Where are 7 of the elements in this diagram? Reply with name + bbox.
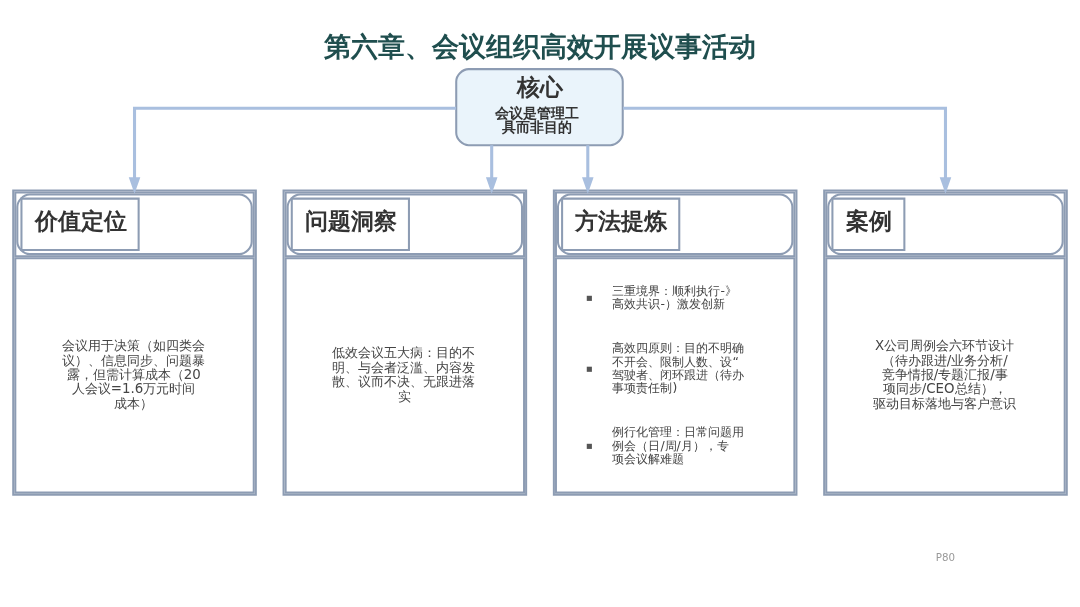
- diagram-title: 第六章、会议组织高效开展议事活动: [323, 30, 756, 62]
- arrow: [485, 144, 498, 194]
- arrow: [128, 106, 457, 194]
- arrow: [582, 144, 594, 194]
- node-box: 核心 会议是管理工具而非目的: [455, 67, 624, 146]
- arrow: [623, 106, 952, 194]
- label: P80: [935, 550, 956, 563]
